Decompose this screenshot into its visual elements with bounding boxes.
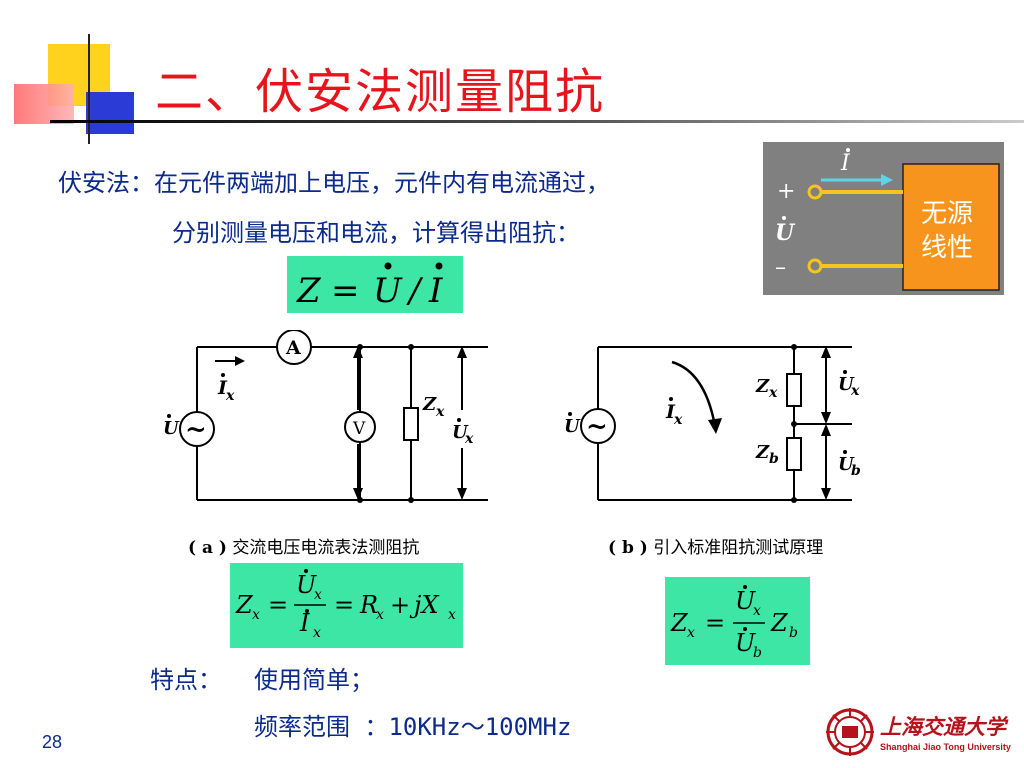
page-title: 二、伏安法测量阻抗 [155, 64, 606, 120]
logo-cn-text: 上海交通大学 [880, 714, 1009, 739]
caption-a: ( a ) 交流电压电流表法测阻抗 [188, 533, 419, 558]
intro-line-1: 伏安法：在元件两端加上电压，元件内有电流通过， [58, 169, 610, 197]
current-arrow-b [671, 360, 717, 427]
inset-current-arrowhead [881, 174, 893, 186]
source-symbol-b: ~ [580, 408, 616, 444]
ux-label-b: U [838, 374, 855, 395]
ux-sub-a: x [464, 431, 474, 447]
ammeter-label: A [285, 337, 301, 359]
ub-sub-b: b [851, 463, 861, 479]
inset-plus: + [777, 179, 795, 204]
caption-a-tag: ( a ) [188, 538, 227, 558]
circuit-b: ~ I x U Z x Z b U x U b [560, 330, 880, 510]
zx-resistor-b [786, 373, 802, 407]
formula-a-jx: jX [409, 591, 439, 619]
deco-blue-square [86, 92, 134, 134]
source-tilde-b: ~ [586, 412, 608, 442]
voltmeter-label: V [352, 419, 366, 439]
zb-resistor-b [786, 437, 802, 471]
formula-b-zb-sub: b [789, 625, 798, 641]
formula-main-z: Z [296, 271, 322, 311]
formula-a-eq2: = [334, 591, 354, 619]
formula-a-den: I [299, 609, 310, 637]
formula-a-jx-sub: x [448, 607, 456, 623]
formula-a-z-sub: x [252, 607, 260, 623]
zb-label-b: Z [755, 442, 770, 463]
formula-b-num: U [735, 587, 756, 615]
formula-a-num-sub: x [314, 587, 322, 603]
inset-minus: – [775, 255, 786, 280]
caption-a-text: 交流电压电流表法测阻抗 [232, 538, 420, 558]
source-tilde-a: ~ [185, 415, 207, 445]
inset-bottom-terminal [807, 258, 823, 274]
formula-a-r-sub: x [376, 607, 384, 623]
formula-a-r: R [359, 591, 378, 619]
inset-i-dot [846, 148, 850, 152]
inset-box-line-1: 无源 [921, 199, 973, 229]
inset-i-label: I [840, 151, 851, 176]
university-seal-icon [826, 708, 874, 756]
formula-main-i-dot [435, 262, 443, 270]
formula-a-z: Z [235, 591, 254, 619]
formula-main-i: I [428, 271, 443, 311]
feature-2: 频率范围 ：10KHz～100MHz [254, 713, 572, 741]
voltmeter-symbol: V [344, 411, 376, 443]
source-symbol-a: ~ [179, 411, 215, 447]
university-logo: 上海交通大学 Shanghai Jiao Tong University [826, 704, 1016, 760]
inset-top-terminal [807, 184, 823, 200]
caption-b-text: 引入标准阻抗测试原理 [653, 538, 824, 558]
deco-red-square [14, 84, 74, 124]
formula-main-u-dot [384, 262, 392, 270]
zx-sub-b: x [768, 385, 778, 401]
deco-vertical-line [88, 34, 90, 144]
formula-b-num-sub: x [753, 603, 761, 619]
formula-a-num: U [296, 571, 317, 599]
zx-sub-a: x [435, 404, 445, 420]
formula-b-den-sub: b [753, 645, 762, 661]
inset-box-line-2: 线性 [921, 233, 973, 263]
ux-sub-b: x [850, 383, 860, 399]
formula-main: Z = U / I [287, 256, 463, 313]
caption-b-tag: ( b ) [608, 538, 648, 558]
circuit-a: A V ~ I x U Z x U x [155, 329, 495, 510]
formula-b-den: U [735, 629, 756, 657]
current-label-a: I [217, 377, 228, 399]
current-sub-b: x [673, 412, 683, 428]
feature-1: 使用简单； [254, 666, 374, 694]
page-number: 28 [42, 732, 63, 752]
caption-b: ( b ) 引入标准阻抗测试原理 [608, 533, 823, 558]
formula-b-zb: Z [770, 609, 789, 637]
zx-label-a: Z [422, 394, 437, 415]
zx-label-b: Z [755, 376, 770, 397]
formula-b: Z x = U x U b Z b [665, 577, 810, 665]
source-u-label-a: U [163, 418, 180, 439]
inset-passive-element: I + U – 无源 线性 [763, 142, 1004, 295]
formula-a-plus: + [390, 591, 410, 619]
formula-a-eq1: = [268, 591, 288, 619]
formula-main-u: U [373, 271, 403, 311]
zx-resistor-a [403, 407, 419, 441]
formula-b-z: Z [670, 609, 689, 637]
logo-en-text: Shanghai Jiao Tong University [880, 742, 1011, 752]
formula-b-z-sub: x [687, 625, 695, 641]
formula-a: Z x = U x I x = R x + jX x [230, 563, 463, 648]
inset-u-label: U [775, 220, 796, 246]
current-label-b: I [665, 401, 676, 423]
features-label: 特点： [150, 666, 222, 694]
formula-main-slash: / [406, 271, 424, 311]
inset-u-dot [782, 216, 786, 220]
ub-label-b: U [838, 454, 855, 475]
ux-label-a: U [452, 422, 469, 443]
current-sub-a: x [225, 388, 235, 404]
zb-sub-b: b [769, 451, 779, 467]
formula-main-eq: = [331, 271, 360, 311]
formula-b-eq: = [705, 609, 725, 637]
title-underline [50, 120, 1024, 123]
inset-box [902, 163, 1000, 291]
intro-line-2: 分别测量电压和电流，计算得出阻抗： [172, 219, 580, 247]
ammeter-symbol: A [276, 329, 312, 365]
formula-a-den-sub: x [313, 625, 321, 641]
source-u-label-b: U [564, 416, 581, 437]
